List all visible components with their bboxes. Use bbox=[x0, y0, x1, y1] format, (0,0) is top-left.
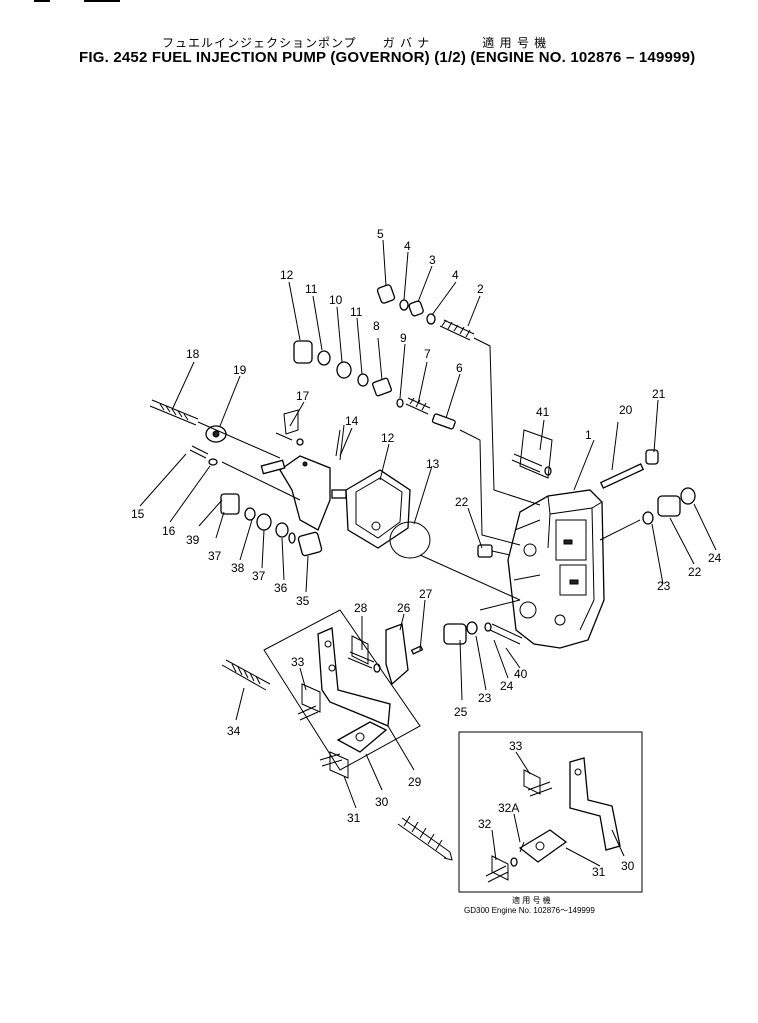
link-parts bbox=[347, 623, 424, 686]
label-38: 38 bbox=[231, 561, 245, 575]
label-31b: 31 bbox=[592, 865, 606, 879]
label-32b: 32 bbox=[478, 817, 492, 831]
label-11b: 11 bbox=[350, 305, 363, 319]
governor-housing bbox=[507, 489, 605, 649]
label-10: 10 bbox=[329, 293, 343, 307]
inset-caption-en: GD300 Engine No. 102876～149999 bbox=[464, 906, 595, 915]
label-39: 39 bbox=[186, 533, 200, 547]
label-20: 19 bbox=[233, 363, 247, 377]
leader-lines bbox=[139, 239, 717, 867]
label-4b: 4 bbox=[452, 268, 459, 282]
label-1: 1 bbox=[585, 428, 592, 442]
label-17: 16 bbox=[162, 524, 176, 538]
label-19: 18 bbox=[186, 347, 200, 361]
label-31: 30 bbox=[375, 795, 389, 809]
label-32: 31 bbox=[347, 811, 361, 825]
label-6: 6 bbox=[456, 361, 463, 375]
inset-box bbox=[458, 731, 643, 893]
label-23: 22 bbox=[688, 565, 702, 579]
label-33: 33 bbox=[291, 655, 305, 669]
label-2: 2 bbox=[477, 282, 484, 296]
inset-reference-arrow bbox=[397, 815, 453, 861]
label-28: 27 bbox=[419, 587, 433, 601]
label-8: 8 bbox=[373, 319, 380, 333]
label-32A: 32A bbox=[498, 801, 519, 815]
crop-mark-right bbox=[84, 0, 120, 2]
label-5: 5 bbox=[377, 227, 384, 241]
weight-parts bbox=[220, 493, 323, 557]
label-40: 40 bbox=[514, 667, 528, 681]
label-35: 35 bbox=[296, 594, 310, 608]
label-22b: 22 bbox=[455, 495, 469, 509]
label-14: 13 bbox=[426, 457, 440, 471]
label-24b: 24 bbox=[500, 679, 514, 693]
label-21: 20 bbox=[619, 403, 633, 417]
label-23b: 23 bbox=[478, 691, 492, 705]
label-25: 24 bbox=[708, 551, 722, 565]
bracket-assembly bbox=[189, 409, 345, 531]
label-4: 4 bbox=[404, 239, 411, 253]
plug-parts bbox=[443, 599, 523, 645]
label-36: 36 bbox=[274, 581, 288, 595]
right-pin-parts bbox=[599, 449, 696, 541]
label-34: 34 bbox=[227, 724, 241, 738]
label-30b: 30 bbox=[621, 859, 635, 873]
inset-caption-jp: 適 用 号 機 bbox=[512, 895, 551, 905]
label-16: 15 bbox=[131, 507, 145, 521]
part-labels: 5 4 3 4 2 12 11 10 11 8 9 7 6 18 19 17 1… bbox=[131, 227, 722, 915]
cover-plate bbox=[331, 469, 521, 601]
lever-shaft bbox=[149, 399, 281, 459]
label-11: 11 bbox=[305, 282, 318, 296]
label-15: 14 bbox=[345, 414, 359, 428]
adjust-screw-stack bbox=[293, 284, 541, 546]
label-33b: 33 bbox=[509, 739, 523, 753]
crop-mark-left bbox=[34, 0, 50, 2]
label-18: 17 bbox=[296, 389, 310, 403]
label-37: 37 bbox=[208, 549, 222, 563]
label-27: 26 bbox=[397, 601, 411, 615]
label-26: 25 bbox=[454, 705, 468, 719]
label-41: 41 bbox=[536, 405, 550, 419]
label-9: 9 bbox=[400, 331, 407, 345]
label-24: 23 bbox=[657, 579, 671, 593]
label-13: 12 bbox=[381, 431, 395, 445]
figure-title: FIG. 2452 FUEL INJECTION PUMP (GOVERNOR)… bbox=[79, 49, 696, 66]
label-7: 7 bbox=[424, 347, 431, 361]
label-3: 3 bbox=[429, 253, 436, 267]
label-37b: 37 bbox=[252, 569, 266, 583]
label-22: 21 bbox=[652, 387, 666, 401]
japanese-title: フュエルインジェクションポンプ ガ バ ナ 適 用 号 機 bbox=[162, 36, 548, 50]
label-12: 12 bbox=[280, 268, 294, 282]
label-29: 28 bbox=[354, 601, 368, 615]
label-30: 29 bbox=[408, 775, 422, 789]
